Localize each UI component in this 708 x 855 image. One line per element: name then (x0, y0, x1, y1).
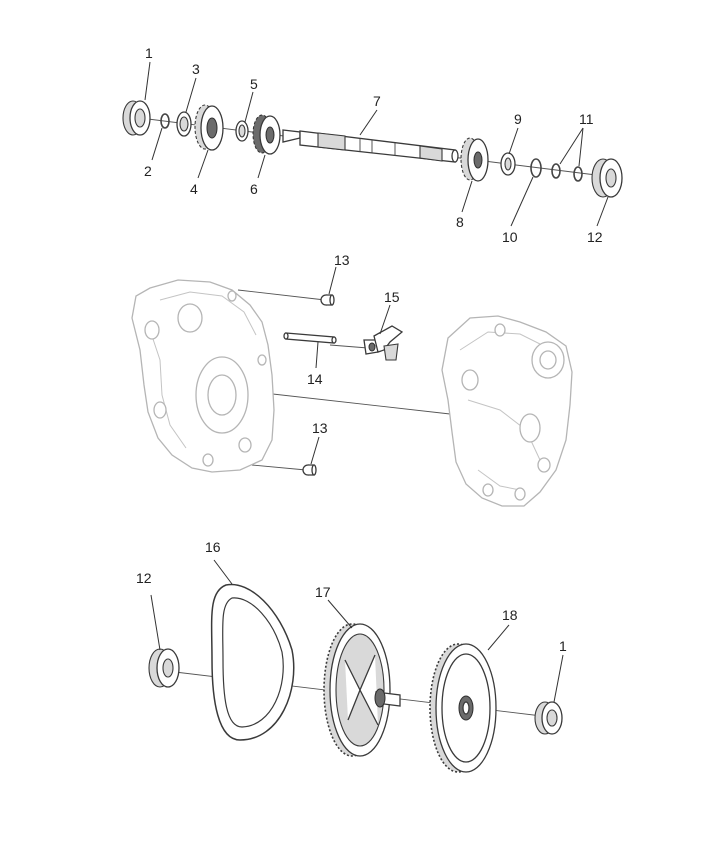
callout-10: 10 (502, 229, 518, 245)
callout-6: 6 (250, 181, 258, 197)
gear-part-17 (323, 623, 401, 757)
shaft-assembly-group: 1 2 3 4 5 6 7 8 9 10 11 12 (122, 45, 623, 245)
callout-16: 16 (205, 539, 221, 555)
gear-part-8 (460, 137, 489, 182)
dowel-pin-part-13-top (320, 294, 335, 306)
callout-12-top: 12 (587, 229, 603, 245)
circlip-part-11b (573, 166, 583, 182)
callout-1-top: 1 (145, 45, 153, 61)
bearing-part-12-bottom (148, 648, 180, 688)
callout-1-bottom: 1 (559, 638, 567, 654)
callout-11: 11 (579, 111, 594, 127)
callout-8: 8 (456, 214, 464, 230)
callout-12-bottom: 12 (136, 570, 152, 586)
spacer-part-9 (500, 152, 516, 176)
gear-part-6 (252, 114, 281, 155)
callout-9: 9 (514, 111, 522, 127)
shift-fork-part-15 (363, 325, 404, 361)
callout-18: 18 (502, 607, 518, 623)
dowel-pin-part-13-bottom (302, 464, 317, 476)
belt-gear-group: 16 12 17 18 1 (136, 539, 567, 773)
washer-part-3 (176, 111, 192, 137)
callout-5: 5 (250, 76, 258, 92)
belt-part-16 (210, 583, 295, 741)
shaft-part-7 (282, 129, 459, 163)
washer-part-10 (530, 158, 542, 178)
crankcase-right-half (441, 315, 573, 507)
callout-4: 4 (190, 181, 198, 197)
circlip-part-2 (160, 113, 170, 129)
callout-17: 17 (315, 584, 331, 600)
washer-part-5 (235, 120, 249, 142)
gear-part-4 (194, 104, 224, 151)
callout-15: 15 (384, 289, 400, 305)
crankcase-left-half (131, 279, 275, 473)
bearing-part-12-top (591, 158, 623, 198)
callout-2: 2 (144, 163, 152, 179)
bearing-part-1-top (122, 100, 151, 136)
bearing-part-1-bottom (534, 701, 563, 735)
callout-14: 14 (307, 371, 323, 387)
callout-3: 3 (192, 61, 200, 77)
callout-7: 7 (373, 93, 381, 109)
gear-part-18 (429, 643, 497, 773)
circlip-part-11a (551, 163, 561, 179)
crankcase-group: 13 14 15 13 (131, 252, 573, 507)
callout-13-bottom: 13 (312, 420, 328, 436)
rod-part-14 (283, 332, 337, 344)
callout-13-top: 13 (334, 252, 350, 268)
